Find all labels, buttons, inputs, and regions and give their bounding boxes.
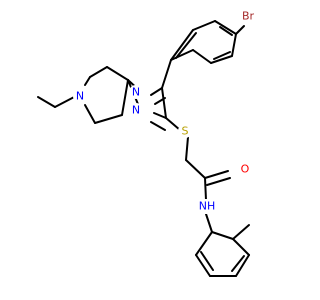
bromine-atom: Br [242, 10, 255, 23]
label-mask [129, 85, 143, 99]
bond [84, 104, 96, 124]
bond [231, 255, 245, 272]
bond [219, 26, 233, 36]
amide-nh: NH [199, 200, 216, 213]
bond [170, 29, 194, 61]
bond [185, 159, 206, 179]
bond [204, 177, 207, 201]
bond [204, 170, 229, 179]
bond [205, 213, 213, 233]
bond [210, 55, 233, 64]
bond [235, 254, 250, 277]
bond-layer [37, 20, 250, 277]
bond [106, 66, 129, 81]
ring-nitrogen-upper: N [132, 86, 140, 99]
bond [175, 32, 197, 59]
bond [214, 20, 237, 35]
bond [84, 76, 91, 86]
label-mask [235, 9, 261, 24]
bond [195, 231, 213, 256]
bond [235, 25, 245, 35]
molecule-diagram: N N N S Br O NH [0, 0, 300, 300]
bond [195, 254, 211, 277]
canvas-background [0, 0, 300, 300]
bond [121, 79, 129, 116]
label-mask [178, 124, 192, 138]
oxygen-atom: O [241, 163, 250, 176]
atom-labels: N N N S Br O NH [73, 9, 261, 214]
bond [153, 112, 167, 119]
ring-nitrogen-lower: N [132, 104, 140, 117]
bond [165, 117, 181, 131]
sulfur-atom: S [182, 125, 189, 138]
bond [211, 231, 234, 240]
bond [213, 51, 231, 60]
bond [150, 87, 163, 96]
bond [206, 177, 231, 186]
bond [192, 49, 212, 64]
bond [232, 224, 250, 240]
bond [37, 96, 56, 108]
bond [161, 87, 167, 119]
label-mask [129, 103, 143, 117]
label-mask [195, 199, 219, 214]
structure-canvas: N N N S Br O NH [0, 0, 300, 300]
bond [192, 20, 216, 31]
bond [185, 136, 189, 161]
bond [94, 114, 123, 124]
bond [200, 251, 214, 271]
bond [89, 66, 108, 78]
bond [231, 33, 237, 57]
label-mask [73, 89, 87, 103]
bond [170, 49, 194, 61]
bond [232, 238, 250, 256]
bond [161, 59, 172, 89]
bond [150, 121, 166, 131]
amine-nitrogen: N [76, 90, 84, 103]
label-mask [238, 162, 252, 176]
